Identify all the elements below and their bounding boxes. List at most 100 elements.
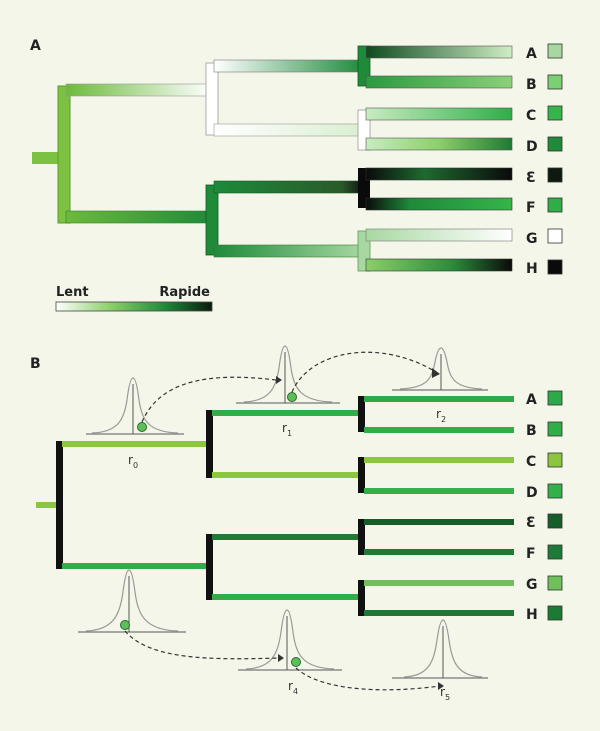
leaf-b-swatch-c <box>547 452 563 468</box>
tree-a-root-vertical <box>57 85 71 224</box>
arrowhead-r2 <box>432 368 440 378</box>
leaf-b-label-g: G <box>526 577 538 593</box>
tree-a-branch-lower <box>65 210 213 224</box>
rate-label-r1: r1 <box>282 421 292 438</box>
panel-a-leaf-labels: A B C D Ɛ F G H <box>526 46 538 277</box>
rate-marker-r4 <box>291 657 301 667</box>
legend-gradient-bar <box>55 301 213 312</box>
leaf-a-label-b: B <box>526 77 537 93</box>
tree-a-branch-upper <box>65 83 213 97</box>
tree-b-leaf-h <box>364 610 514 616</box>
tree-b-branch-ab <box>212 410 360 416</box>
tree-a-leaf-c <box>365 107 513 121</box>
rate-marker-r1 <box>287 392 297 402</box>
leaf-a-label-c: C <box>526 108 536 124</box>
leaf-a-label-d: D <box>526 139 538 155</box>
tree-b-leaf-e <box>364 519 514 525</box>
legend-slow-label: Lent <box>56 285 89 300</box>
tree-b-branch-upper <box>62 441 208 447</box>
panel-b-swatches <box>547 390 563 621</box>
leaf-b-swatch-a <box>547 390 563 406</box>
arrow-r0-to-r1 <box>141 376 277 423</box>
tree-a-node-upper <box>205 62 219 136</box>
rate-label-r4: r4 <box>288 679 298 696</box>
tree-b-branch-lower <box>62 563 208 569</box>
arrowhead-r1 <box>276 376 282 384</box>
leaf-b-swatch-g <box>547 575 563 591</box>
tree-a-branch-ab <box>213 59 365 73</box>
leaf-b-label-e: Ɛ <box>526 515 536 531</box>
tree-a-leaf-b <box>365 75 513 89</box>
tree-a-leaf-h <box>365 258 513 272</box>
rate-label-r0: r0 <box>128 453 138 470</box>
tree-b-node-ef <box>358 519 365 555</box>
tree-b-node-upper <box>206 410 213 478</box>
rate-label-r2: r2 <box>436 407 446 424</box>
rate-marker-root-lower <box>120 620 130 630</box>
leaf-b-label-a: A <box>526 392 537 408</box>
tree-a-branch-gh <box>213 244 365 258</box>
rate-distributions <box>78 345 488 679</box>
arrow-r4-to-r5 <box>295 667 441 691</box>
panel-b-leaf-labels: A B C D Ɛ F G H <box>526 392 538 623</box>
leaf-a-swatch-f <box>547 197 563 213</box>
arrow-r1-to-r2 <box>291 351 437 393</box>
leaf-a-swatch-e <box>547 167 563 183</box>
leaf-a-label-a: A <box>526 46 537 62</box>
arrowhead-r5 <box>438 682 444 690</box>
leaf-b-swatch-e <box>547 513 563 529</box>
panel-b-tree <box>36 396 514 616</box>
tree-b-branch-cd <box>212 472 360 478</box>
arrow-lower-to-r4 <box>124 630 281 660</box>
leaf-a-swatch-a <box>547 43 563 59</box>
panel-b-label: B <box>30 356 41 372</box>
leaf-a-swatch-d <box>547 136 563 152</box>
tree-b-leaf-g <box>364 580 514 586</box>
tree-a-leaf-a <box>365 45 513 59</box>
tree-a-leaf-f <box>365 197 513 211</box>
tree-b-node-gh <box>358 580 365 616</box>
tree-a-leaf-d <box>365 137 513 151</box>
leaf-b-label-c: C <box>526 454 536 470</box>
leaf-a-label-g: G <box>526 231 538 247</box>
tree-a-leaf-g <box>365 228 513 242</box>
rate-transition-arrows <box>124 351 441 691</box>
leaf-a-label-e: Ɛ <box>526 170 536 186</box>
leaf-b-swatch-b <box>547 421 563 437</box>
leaf-b-label-d: D <box>526 485 538 501</box>
tree-b-leaf-d <box>364 488 514 494</box>
tree-a-branch-cd <box>213 123 365 137</box>
tree-a-branch-ef <box>213 180 365 194</box>
rate-label-r5: r5 <box>440 685 450 702</box>
tree-b-root-node <box>56 441 63 569</box>
leaf-b-swatch-h <box>547 605 563 621</box>
leaf-a-label-h: H <box>526 261 538 277</box>
panel-a-swatches <box>547 43 563 275</box>
arrowhead-r4 <box>278 654 284 662</box>
rate-curve-r1 <box>236 345 340 404</box>
leaf-b-label-f: F <box>526 546 536 562</box>
tree-b-node-cd <box>358 457 365 493</box>
leaf-b-swatch-d <box>547 483 563 499</box>
rate-curve-r2 <box>392 347 488 391</box>
rate-marker-r0 <box>137 422 147 432</box>
rate-curve-r0 <box>86 377 184 435</box>
tree-a-node-lower <box>205 184 219 256</box>
tree-b-leaf-b <box>364 427 514 433</box>
leaf-b-label-h: H <box>526 607 538 623</box>
leaf-a-label-f: F <box>526 200 536 216</box>
panel-a-label: A <box>30 38 41 54</box>
leaf-a-swatch-c <box>547 105 563 121</box>
leaf-b-label-b: B <box>526 423 537 439</box>
tree-b-node-lower <box>206 534 213 600</box>
tree-b-node-ab <box>358 396 365 432</box>
leaf-a-swatch-h <box>547 259 563 275</box>
rate-curve-r5 <box>392 619 488 679</box>
rate-labels: r0 r1 r2 r4 r5 <box>128 407 450 702</box>
panel-a-tree <box>32 45 513 272</box>
arrow-heads <box>276 368 444 690</box>
leaf-b-swatch-f <box>547 544 563 560</box>
tree-a-root-stub <box>32 152 62 164</box>
tree-b-leaf-f <box>364 549 514 555</box>
